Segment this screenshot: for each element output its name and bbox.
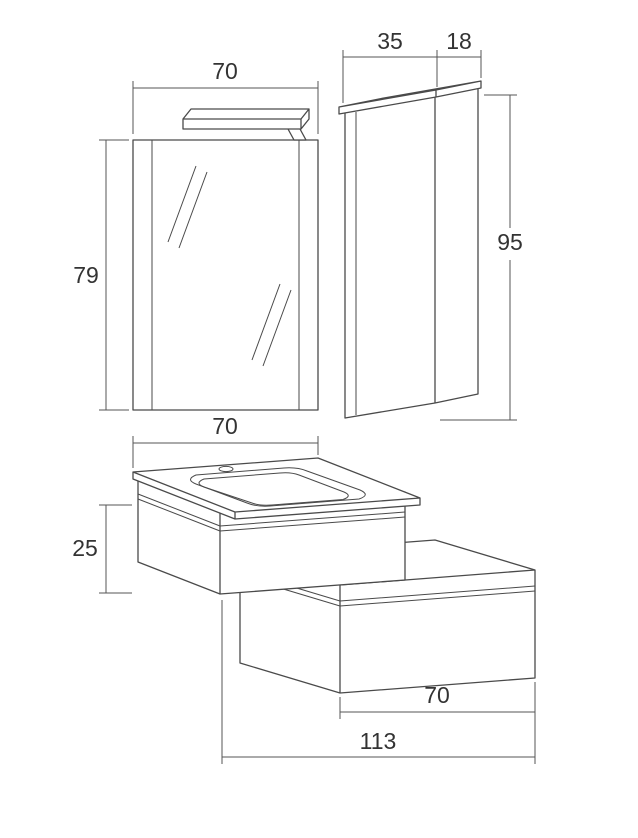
dim-drawer-unit-width: 70: [339, 682, 536, 719]
column-top-panel: [338, 80, 482, 115]
dim-mirror-width: 70: [132, 58, 319, 134]
mirror-reflection-lines: [167, 165, 292, 367]
dim-mirror-width-label: 70: [212, 58, 238, 84]
dim-column-height: 95: [440, 94, 523, 421]
dim-total-width-label: 113: [360, 728, 397, 754]
mirror-frame: [132, 139, 319, 411]
washbasin-vanity-drawing: [132, 457, 421, 595]
dim-basin-unit-height-lines: [99, 504, 132, 594]
dim-basin-unit-height: 25: [72, 504, 132, 594]
drawer-front-groove: [239, 570, 536, 607]
dim-column-depth-label: 18: [446, 28, 472, 54]
dim-column-width-depth: 35 18: [342, 28, 482, 103]
mirror-light-fixture: [182, 108, 310, 141]
dim-basin-width: 70: [132, 413, 319, 468]
mirror-side-panels: [151, 140, 300, 410]
basin-bowl-inner: [198, 472, 349, 506]
dim-column-height-lines: [440, 94, 517, 421]
dim-mirror-height-lines: [99, 139, 129, 411]
dim-mirror-height-label: 79: [73, 262, 99, 288]
dim-drawer-unit-width-lines: [339, 697, 536, 719]
faucet-hole: [218, 465, 234, 473]
dim-total-width: 113: [221, 600, 536, 764]
dim-column-height-label: 95: [497, 229, 523, 255]
vanity-drawer-groove: [137, 493, 406, 532]
dim-mirror-height: 79: [73, 139, 129, 411]
dim-total-width-lines: [221, 600, 536, 764]
washbasin-countertop: [132, 457, 421, 520]
dim-drawer-unit-width-label: 70: [424, 682, 450, 708]
dim-basin-width-lines: [132, 436, 319, 468]
tall-column-cabinet-drawing: [338, 80, 482, 419]
dim-column-width-label: 35: [377, 28, 403, 54]
dim-basin-width-label: 70: [212, 413, 238, 439]
mirror-with-light-drawing: [132, 108, 319, 411]
dim-column-width-depth-lines: [342, 50, 482, 103]
basin-bowl-rim: [190, 467, 366, 507]
column-body: [344, 85, 479, 419]
dim-mirror-width-lines: [132, 81, 319, 134]
dim-basin-unit-height-label: 25: [72, 535, 98, 561]
